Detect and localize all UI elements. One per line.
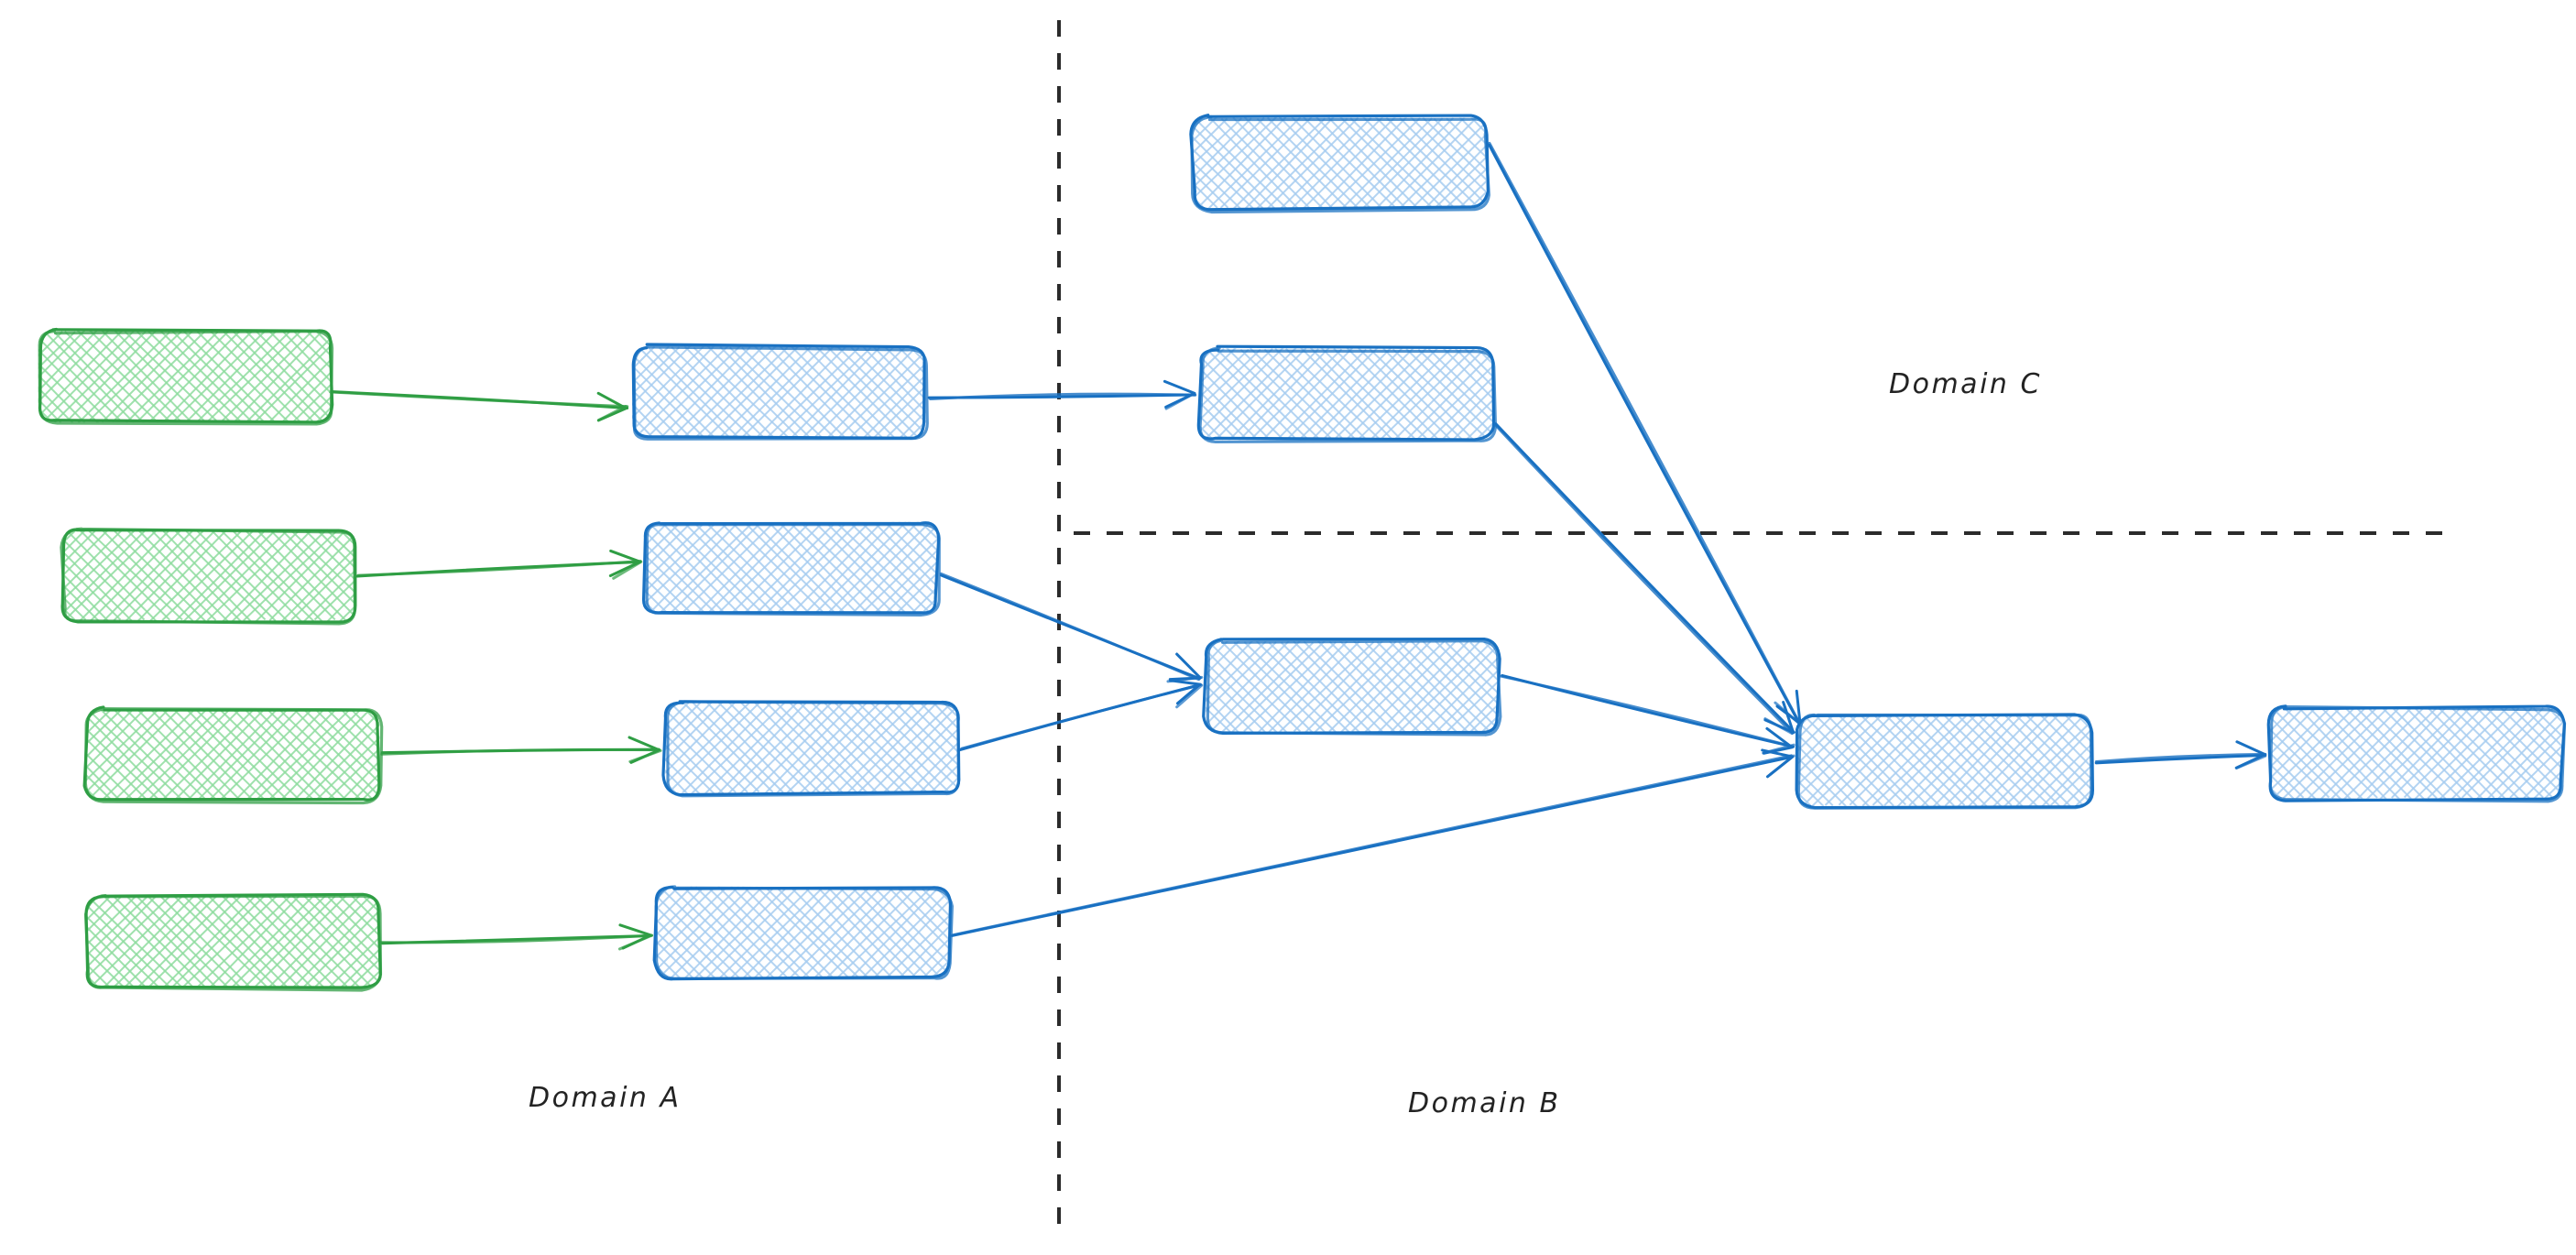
node-d2[interactable]	[2178, 704, 2576, 803]
edge-stroke	[1493, 422, 1795, 735]
arrow-head-icon	[1168, 679, 1204, 709]
node-outline-secondary	[83, 707, 384, 805]
edge-stroke	[2094, 752, 2267, 763]
edge-d1-d2[interactable]	[2094, 740, 2267, 769]
edge-d1-d2-line[interactable]	[2094, 752, 2267, 765]
node-outline-secondary	[1206, 638, 1502, 737]
node-d1[interactable]	[1706, 713, 2263, 810]
edge-stroke	[951, 754, 1794, 937]
node-c1[interactable]	[1101, 114, 1658, 214]
node-outline-secondary	[1198, 346, 1498, 443]
edge-b1-c2-line[interactable]	[927, 392, 1197, 400]
edge-stroke	[1500, 674, 1795, 748]
node-outline-secondary	[632, 345, 929, 441]
edge-c2-d1-line[interactable]	[1493, 422, 1796, 735]
edge-stroke	[328, 390, 629, 409]
arrow-head-icon	[1162, 379, 1196, 410]
edge-stroke	[960, 682, 1203, 750]
node-outline-secondary	[60, 527, 357, 626]
node-hatch-fill	[61, 529, 356, 622]
edge-c1-d1[interactable]	[1488, 141, 1803, 726]
node-a3[interactable]	[0, 705, 551, 805]
node-hatch-fill	[643, 521, 937, 615]
edge-c3-d1[interactable]	[1500, 673, 1796, 755]
node-outline-secondary	[1796, 713, 2093, 810]
node-b1[interactable]	[540, 343, 1097, 441]
label-layer: Domain A Domain B Domain C	[529, 368, 2042, 1119]
arrow-head-icon	[1763, 701, 1796, 736]
node-outline-secondary	[1190, 115, 1490, 214]
node-outline-secondary	[666, 700, 961, 798]
node-a2[interactable]	[0, 527, 529, 626]
node-hatch-fill	[1192, 116, 1487, 209]
edge-b3-c3-line[interactable]	[958, 682, 1203, 752]
node-b3[interactable]	[573, 700, 1129, 798]
edge-stroke	[380, 748, 660, 756]
domain-label-a: Domain A	[529, 1082, 681, 1114]
edge-c2-d1[interactable]	[1493, 422, 1796, 736]
edge-a2-b2[interactable]	[355, 549, 643, 580]
edge-b4-d1[interactable]	[950, 748, 1796, 937]
node-hatch-fill	[665, 701, 958, 794]
edge-a1-b1[interactable]	[328, 390, 629, 422]
edge-stroke	[379, 933, 653, 944]
node-b4[interactable]	[562, 885, 1119, 981]
edge-b3-c3[interactable]	[958, 679, 1204, 752]
node-hatch-fill	[631, 346, 926, 439]
node-outline-secondary	[38, 329, 334, 426]
arrow-head-icon	[596, 391, 628, 422]
node-c2[interactable]	[1108, 344, 1665, 443]
arrow-head-icon	[628, 736, 662, 764]
domain-label-c: Domain C	[1889, 368, 2042, 400]
edge-a3-b3[interactable]	[380, 736, 662, 764]
edge-b4-d1-line[interactable]	[950, 754, 1794, 937]
edge-a4-b4-line[interactable]	[379, 933, 653, 945]
arrow-head-icon	[1762, 726, 1796, 755]
edge-stroke	[1488, 141, 1802, 726]
node-outline-secondary	[2268, 704, 2567, 803]
arrow-head-icon	[2234, 740, 2267, 769]
edge-c3-d1-line[interactable]	[1500, 673, 1796, 748]
edge-stroke	[1494, 422, 1796, 734]
node-hatch-fill	[1199, 348, 1494, 441]
edge-stroke	[939, 572, 1201, 682]
node-c3[interactable]	[1114, 638, 1669, 737]
node-b2[interactable]	[551, 520, 1109, 617]
edge-c1-d1-line[interactable]	[1488, 141, 1802, 726]
node-outline-secondary	[83, 894, 383, 992]
edge-b1-c2[interactable]	[927, 379, 1197, 410]
edge-a1-b1-line[interactable]	[328, 390, 629, 410]
node-hatch-fill	[38, 330, 333, 423]
edge-layer	[328, 141, 2267, 951]
arrow-head-icon	[617, 923, 654, 951]
node-a4[interactable]	[0, 892, 550, 992]
edge-a3-b3-line[interactable]	[380, 748, 660, 756]
edge-b2-c3-line[interactable]	[939, 572, 1201, 682]
node-hatch-fill	[85, 708, 380, 801]
domain-label-b: Domain B	[1408, 1087, 1561, 1119]
arrow-head-icon	[608, 549, 643, 580]
edge-stroke	[356, 560, 642, 577]
node-hatch-fill	[2269, 706, 2563, 799]
node-layer	[0, 114, 2576, 992]
node-hatch-fill	[1206, 641, 1500, 734]
node-a1[interactable]	[0, 327, 504, 426]
edge-a4-b4[interactable]	[379, 923, 654, 951]
edge-stroke	[929, 392, 1197, 400]
node-outline-secondary	[645, 522, 941, 617]
edge-b2-c3[interactable]	[939, 572, 1204, 683]
edge-a2-b2-line[interactable]	[355, 560, 642, 578]
divider-layer	[1057, 20, 2455, 1235]
node-outline-secondary	[654, 885, 954, 980]
